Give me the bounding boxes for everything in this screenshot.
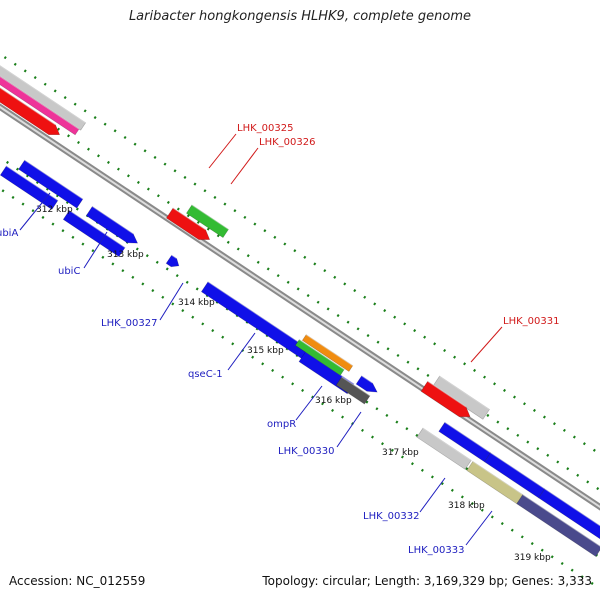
gene-green-reverse-bevel	[298, 339, 345, 371]
tick-label-316-kbp: 316 kbp	[315, 396, 352, 406]
gene-LHK_00330-bevel	[341, 376, 371, 397]
gene-label-qsec-1: qseC-1	[188, 369, 223, 380]
gene-label-ubia: ubiA	[0, 228, 18, 239]
gene-LHK_00325-bevel	[191, 204, 229, 230]
gene-green-reverse	[294, 339, 345, 376]
gene-label-lhk-00325: LHK_00325	[237, 123, 293, 134]
gene-LHK_00333	[516, 494, 600, 557]
gene-LHK_00330	[335, 376, 371, 405]
leader-line-lhk-00332	[419, 477, 446, 513]
gene-ubiA-part2	[0, 165, 59, 210]
leader-line-lhk-00326	[230, 147, 259, 185]
gene-upper-left-gray-bevel	[0, 64, 87, 124]
gene-label-ubic: ubiC	[58, 266, 80, 277]
gene-lower-blue-3	[538, 488, 600, 540]
gene-LHK_00326	[166, 207, 211, 240]
leader-line-lhk-00325	[208, 133, 237, 169]
gene-orange	[301, 334, 354, 372]
gene-label-lhk-00331: LHK_00331	[503, 316, 559, 327]
gene-label-lhk-00332: LHK_00332	[363, 511, 419, 522]
gene-lower-blue-3-bevel	[544, 488, 600, 527]
gene-LHK_00331-bevel	[427, 380, 467, 408]
tick-label-318-kbp: 318 kbp	[448, 501, 485, 511]
gene-ubiA-part1-bevel	[24, 159, 84, 200]
gene-upper-left-pink	[0, 75, 80, 136]
gene-label-lhk-00327: LHK_00327	[101, 318, 157, 329]
gene-LHK_00332	[416, 427, 472, 470]
gene-label-lhk-00333: LHK_00333	[408, 545, 464, 556]
gene-gray-forward-bevel	[439, 375, 490, 410]
gene-upper-left-red-bevel	[0, 87, 56, 126]
gene-khaki-bevel	[472, 460, 524, 496]
leader-line-lhk-00330	[336, 411, 362, 448]
leader-line-ubic	[83, 231, 108, 269]
leader-line-lhk-00327	[159, 282, 184, 321]
tick-label-313-kbp: 313 kbp	[107, 250, 144, 260]
gene-qseC-1-bevel	[207, 281, 310, 350]
gene-ubiA-part2-bevel	[6, 165, 59, 201]
gene-LHK_00327	[165, 254, 180, 268]
gene-upper-left-pink-bevel	[0, 75, 80, 130]
gene-LHK_00333-bevel	[522, 494, 600, 547]
gene-LHK_00326-bevel	[172, 207, 206, 231]
gene-reverse-small-bevel	[361, 375, 373, 384]
gene-LHK_00332-bevel	[422, 427, 472, 461]
gene-ubiC-part1	[85, 206, 139, 244]
gene-label-lhk-00330: LHK_00330	[278, 446, 334, 457]
leader-line-lhk-00331	[470, 326, 503, 363]
genome-backbone-highlight	[0, 105, 600, 509]
gene-upper-left-gray	[0, 65, 87, 131]
gene-ubiC-part2-bevel	[69, 209, 126, 248]
tick-label-319-kbp: 319 kbp	[514, 553, 551, 563]
inner-tick-track	[0, 187, 600, 591]
gene-gray-forward	[432, 375, 490, 420]
genome-title: Laribacter hongkongensis HLHK9, complete…	[128, 9, 472, 24]
gene-LHK_00327-bevel	[171, 254, 178, 259]
gene-lower-blue-1-bevel	[444, 421, 491, 454]
gene-lower-blue-2-bevel	[490, 452, 546, 490]
gene-reverse-small	[355, 375, 378, 393]
gene-orange-bevel	[305, 334, 354, 367]
tick-label-317-kbp: 317 kbp	[382, 448, 419, 458]
gene-LHK_00331	[420, 380, 471, 418]
gene-label-ompr: ompR	[267, 419, 296, 430]
gene-label-lhk-00326: LHK_00326	[259, 137, 315, 148]
leader-line-lhk-00333	[465, 510, 493, 546]
leader-line-ompr	[295, 385, 323, 421]
gene-upper-left-red	[0, 87, 61, 136]
gene-LHK_00325	[185, 204, 229, 239]
genome-summary-text: Topology: circular; Length: 3,169,329 bp…	[262, 574, 592, 588]
gene-ubiC-part2	[62, 209, 126, 258]
accession-text: Accession: NC_012559	[9, 574, 146, 588]
tick-label-314-kbp: 314 kbp	[178, 298, 215, 308]
tick-label-315-kbp: 315 kbp	[247, 346, 284, 356]
outer-tick-track	[0, 52, 600, 456]
gene-ubiC-part1-bevel	[92, 205, 134, 235]
leader-line-ubia	[19, 192, 51, 231]
reverse-tick-track	[0, 156, 600, 559]
leader-line-qsec-1	[227, 332, 256, 371]
forward-tick-track	[0, 88, 600, 492]
gene-ubiA-part1	[18, 159, 84, 209]
tick-label-312-kbp: 312 kbp	[36, 205, 73, 215]
